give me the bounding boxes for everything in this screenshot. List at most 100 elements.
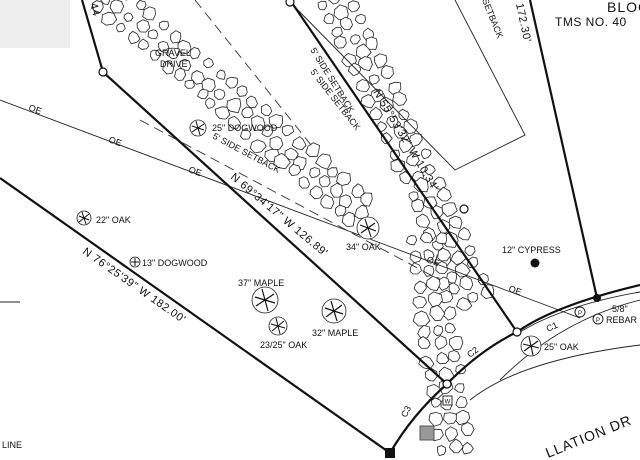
- gravel-stone: [100, 0, 111, 5]
- gravel-stone: [430, 397, 442, 408]
- water-meter-letter: W: [445, 400, 451, 406]
- gravel-stone: [464, 245, 476, 257]
- gravel-stone: [116, 22, 126, 33]
- gravel-stone: [167, 47, 180, 60]
- gravel-stone: [459, 275, 474, 291]
- gravel-stone: [354, 13, 367, 25]
- gravel-stone: [327, 0, 340, 5]
- corner-marker: [285, 0, 295, 7]
- gravel-stone: [405, 234, 418, 246]
- tree-icon: [251, 286, 279, 314]
- gravel-stone: [269, 135, 284, 152]
- gravel-stone: [412, 295, 428, 309]
- gravel-stone: [425, 275, 441, 291]
- gravel-stone: [409, 250, 422, 264]
- gravel-stone: [137, 38, 150, 50]
- gravel-stone: [449, 335, 464, 351]
- gravel-stone: [169, 30, 182, 44]
- tree-label: 25" OAK: [544, 342, 579, 352]
- gravel-stone: [417, 324, 431, 340]
- gravel-stone: [380, 65, 394, 80]
- gravel-stone: [445, 426, 459, 443]
- gravel-stone: [309, 185, 324, 200]
- setback-box-line: [289, 0, 526, 171]
- curve-c1-line: [516, 283, 640, 333]
- gravel-stone: [354, 204, 369, 219]
- gravel-stone: [142, 6, 156, 21]
- gravel-stone: [225, 76, 239, 89]
- tree-icon: [520, 335, 542, 357]
- gravel-stone: [336, 171, 352, 187]
- gravel-stone: [448, 282, 460, 295]
- gravel-stone: [428, 291, 443, 308]
- curve-c2-line: [446, 331, 518, 385]
- gravel-stone: [411, 198, 425, 213]
- gravel-stone: [317, 0, 328, 11]
- gravel-stone: [136, 19, 151, 33]
- gravel-stone: [339, 16, 353, 31]
- gravel-stone: [423, 249, 435, 262]
- gravel-stone: [347, 0, 361, 13]
- gravel-stone: [365, 36, 378, 50]
- power-pole-letter: P: [578, 311, 582, 317]
- gravel-stone: [436, 186, 452, 202]
- gravel-stone: [157, 40, 170, 52]
- corner-marker: [459, 204, 469, 214]
- gravel-stone: [236, 85, 248, 97]
- oe-label: OE: [187, 164, 203, 178]
- property-line: [528, 0, 599, 299]
- gravel-stone: [147, 29, 159, 40]
- gravel-stone: [241, 106, 254, 118]
- gravel-stone: [251, 115, 266, 131]
- gravel-stone: [435, 232, 447, 245]
- gravel-stone: [331, 26, 343, 38]
- gravel-stone: [261, 125, 274, 138]
- property-line: [80, 0, 105, 73]
- corner-marker: [512, 327, 522, 337]
- gravel-stone: [177, 39, 192, 55]
- gravel-stone: [448, 215, 463, 230]
- gravel-stone: [149, 49, 161, 61]
- gravel-stone: [123, 12, 134, 22]
- gravel-stone: [448, 438, 464, 454]
- oe-label: OE: [27, 102, 43, 116]
- gravel-stone: [249, 139, 267, 154]
- gravel-stone: [315, 153, 332, 170]
- gravel-stone: [214, 106, 231, 120]
- gravel-stone: [443, 412, 457, 425]
- rebar-size-label: 5/8": [612, 304, 628, 314]
- gravel-stone: [351, 183, 365, 198]
- gravel-stone: [437, 247, 452, 262]
- gravel-stone: [398, 108, 410, 121]
- curve-c1-label: C1: [545, 320, 560, 334]
- gravel-stone: [214, 88, 226, 100]
- gravel-stone: [327, 167, 338, 178]
- oe-label: OE: [507, 283, 523, 297]
- gravel-stone: [373, 53, 388, 69]
- gravel-stone: [408, 191, 419, 202]
- gravel-stone: [441, 202, 458, 217]
- gravel-stone: [246, 95, 258, 109]
- gravel-stone: [436, 351, 450, 365]
- gravel-stone: [428, 411, 444, 427]
- tree-icon: [189, 119, 207, 137]
- corner-marker: [98, 67, 108, 77]
- gravel-stone: [457, 227, 472, 241]
- block-label: BLOC: [607, 0, 640, 15]
- gravel-stone: [323, 13, 335, 25]
- gravel-stone: [360, 192, 373, 207]
- gravel-stone: [436, 445, 447, 456]
- gravel-stone: [403, 118, 419, 135]
- tree-icon: [129, 256, 141, 268]
- gravel-stone: [281, 124, 295, 137]
- tms-number-label: TMS NO. 40: [555, 15, 627, 29]
- road-curb-line: [519, 291, 640, 333]
- gravel-stone: [429, 304, 446, 322]
- gravel-stone: [392, 91, 407, 107]
- gravel-stone: [456, 297, 473, 311]
- property-line: [289, 0, 518, 333]
- gravel-stone: [288, 163, 302, 177]
- tree-label: 12" CYPRESS: [502, 245, 561, 255]
- cypress-tree-icon: [530, 258, 540, 268]
